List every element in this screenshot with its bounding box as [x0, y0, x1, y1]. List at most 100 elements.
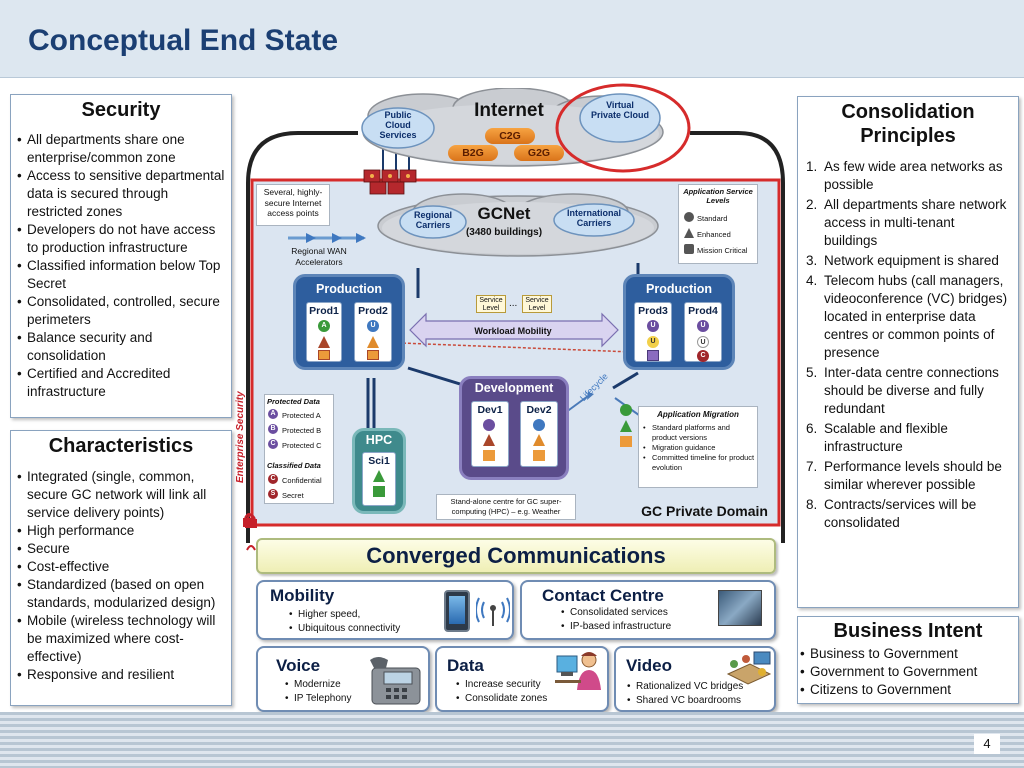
- item-number: 3.: [806, 253, 818, 268]
- business-intent-list: Business to Government Government to Gov…: [798, 645, 1014, 699]
- secret-badge: S: [268, 489, 278, 499]
- list-item: Mobile (wireless technology will be maxi…: [15, 612, 225, 666]
- item-text: Scalable and flexible infrastructure: [824, 421, 948, 454]
- gc-private-domain-label: GC Private Domain: [641, 503, 768, 519]
- enhanced-level-icon: [367, 336, 379, 348]
- app-migration-title: Application Migration: [657, 410, 739, 419]
- lock-icon: [244, 538, 258, 551]
- secret-label: Secret: [282, 491, 304, 500]
- list-item: Integrated (single, common, secure GC ne…: [15, 468, 225, 522]
- standard-level-icon: [620, 404, 632, 416]
- protected-data-title: Protected Data: [267, 397, 320, 406]
- list-item: Certified and Accredited infrastructure: [15, 365, 225, 401]
- consolidation-list: 1.As few wide area networks as possible …: [800, 158, 1010, 532]
- item-text: As few wide area networks as possible: [824, 159, 1003, 192]
- voice-box: Voice Modernize IP Telephony: [256, 646, 430, 712]
- development-title: Development: [474, 381, 554, 395]
- enhanced-level-icon: [373, 470, 385, 482]
- firewall-icon: [363, 169, 417, 195]
- list-item: Rationalized VC bridges: [626, 680, 743, 694]
- protected-a-badge: A: [268, 409, 278, 419]
- item-number: 6.: [806, 421, 818, 436]
- international-carriers-label: International Carriers: [566, 208, 621, 228]
- converged-communications-banner: Converged Communications: [256, 538, 776, 574]
- data-user-icon: [555, 650, 605, 694]
- prod3-label: Prod3: [638, 305, 668, 317]
- page-number: 4: [974, 734, 1000, 754]
- confidential-label: Confidential: [282, 476, 322, 485]
- list-item: 4.Telecom hubs (call managers, videoconf…: [800, 272, 1010, 362]
- item-number: 7.: [806, 459, 818, 474]
- mobile-phone-icon: [444, 590, 470, 632]
- production-right-title: Production: [646, 282, 712, 296]
- confidential-badge: C: [268, 474, 278, 484]
- list-item: 1.As few wide area networks as possible: [800, 158, 1010, 194]
- production-left-title: Production: [316, 282, 382, 296]
- mission-critical-level-icon: [647, 350, 659, 361]
- virtual-private-cloud-label: Virtual Private Cloud: [590, 100, 649, 120]
- list-item: Secure: [15, 540, 225, 558]
- list-item: 7.Performance levels should be similar w…: [800, 458, 1010, 494]
- consolidation-panel: Consolidation Principles 1.As few wide a…: [797, 96, 1019, 608]
- app-migration-list: Standard platforms and product versions …: [642, 423, 756, 473]
- item-text: Inter-data centre connections should be …: [824, 365, 999, 416]
- list-item: Ubiquitous connectivity: [288, 622, 400, 636]
- list-item: Developers do not have access to product…: [15, 221, 225, 257]
- item-number: 2.: [806, 197, 818, 212]
- enhanced-level-icon: [620, 420, 632, 432]
- unclassified-marker: U: [697, 336, 709, 348]
- gcnet-label: GCNet: [477, 204, 531, 223]
- prod2-label: Prod2: [358, 305, 388, 317]
- voice-list: Modernize IP Telephony: [284, 678, 351, 706]
- characteristics-panel: Characteristics Integrated (single, comm…: [10, 430, 232, 706]
- unclassified-marker: U: [697, 320, 709, 332]
- b2g-pill: B2G: [448, 145, 498, 161]
- workload-mobility-arrow-icon: [409, 312, 619, 348]
- mission-critical-level-icon: [373, 486, 385, 497]
- lock-icon: [244, 512, 258, 528]
- mission-critical-level-icon: [684, 244, 694, 254]
- list-item: 8.Contracts/services will be consolidate…: [800, 496, 1010, 532]
- confidential-marker: C: [697, 350, 709, 362]
- video-title: Video: [626, 656, 672, 675]
- protected-b-badge: B: [268, 424, 278, 434]
- list-item: Migration guidance: [642, 443, 756, 453]
- contact-centre-box: Contact Centre Consolidated services IP-…: [520, 580, 776, 640]
- list-item: IP-based infrastructure: [560, 620, 671, 634]
- service-level-ellipsis: ...: [509, 298, 518, 309]
- list-item: Modernize: [284, 678, 351, 692]
- unclassified-marker: U: [367, 320, 379, 332]
- enhanced-level-icon: [684, 228, 694, 238]
- gcnet-buildings-label: (3480 buildings): [465, 227, 543, 238]
- classified-data-title: Classified Data: [267, 461, 321, 470]
- video-box: Video Rationalized VC bridges Shared VC …: [614, 646, 776, 712]
- data-box: Data Increase security Consolidate zones: [435, 646, 609, 712]
- mission-critical-level-icon: [367, 350, 379, 360]
- mobility-title: Mobility: [270, 586, 335, 605]
- list-item: Standard platforms and product versions: [642, 423, 756, 443]
- enhanced-level-label: Enhanced: [697, 230, 731, 239]
- enterprise-security-label: Enterprise Security: [235, 391, 246, 483]
- characteristics-title: Characteristics: [48, 435, 194, 457]
- list-item: Standardized (based on open standards, m…: [15, 576, 225, 612]
- data-list: Increase security Consolidate zones: [455, 678, 547, 706]
- list-item: Cost-effective: [15, 558, 225, 576]
- dev1-label: Dev1: [477, 404, 503, 416]
- data-title: Data: [447, 656, 484, 675]
- public-cloud-icon: [361, 107, 435, 149]
- virtual-private-cloud-icon: [555, 83, 691, 173]
- unclassified-marker: U: [647, 336, 659, 348]
- list-item: Consolidated, controlled, secure perimet…: [15, 293, 225, 329]
- list-item: All departments share one enterprise/com…: [15, 131, 225, 167]
- wan-accelerators-callout: Regional WAN Accelerators: [291, 246, 347, 267]
- item-text: Network equipment is shared: [824, 253, 999, 268]
- protected-a-marker: A: [318, 320, 330, 332]
- hpc-note-callout: Stand-alone centre for GC super-computin…: [436, 494, 576, 520]
- list-item: Committed timeline for product evolution: [642, 453, 756, 473]
- mission-critical-level-icon: [318, 350, 330, 360]
- contact-centre-photo-icon: [718, 590, 762, 626]
- contact-centre-list: Consolidated services IP-based infrastru…: [560, 606, 671, 634]
- business-intent-title: Business Intent: [833, 620, 983, 642]
- service-levels-title: Application Service Levels: [683, 187, 753, 205]
- list-item: Government to Government: [798, 663, 1014, 681]
